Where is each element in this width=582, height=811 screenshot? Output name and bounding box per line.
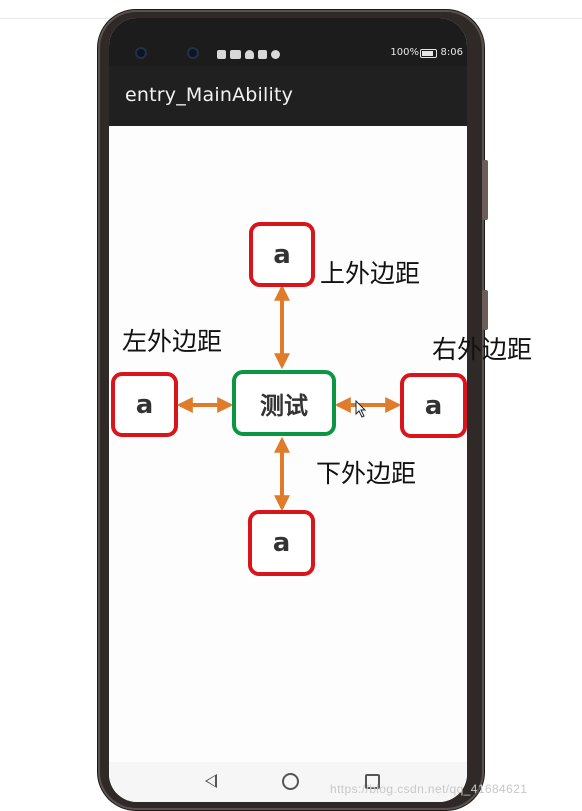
mouse-cursor-icon <box>355 400 367 418</box>
recents-icon[interactable] <box>365 774 380 789</box>
top-box: a <box>249 222 315 287</box>
back-icon[interactable] <box>205 774 217 788</box>
window-title: entry_MainAbility <box>125 84 294 106</box>
shield-icon <box>271 49 280 59</box>
navigation-bar <box>109 762 467 802</box>
status-time: 8:06 <box>440 47 463 58</box>
power-button <box>482 290 488 330</box>
right-box: a <box>400 373 467 438</box>
wifi-icon <box>245 49 254 59</box>
bottom-margin-label: 下外边距 <box>316 459 417 488</box>
left-margin-label: 左外边距 <box>122 327 223 356</box>
camera-icon <box>135 47 147 59</box>
battery-level: 100% <box>390 47 419 58</box>
camera-icon <box>187 47 199 59</box>
left-box: a <box>111 372 178 437</box>
signal-icon <box>230 49 241 59</box>
watermark-text: https://blog.csdn.net/qq_41684621 <box>330 782 528 796</box>
mail-icon <box>258 49 267 59</box>
status-bar: 100% 8:06 <box>109 18 467 66</box>
home-icon[interactable] <box>282 773 299 790</box>
app-title-bar: entry_MainAbility <box>109 66 467 126</box>
sim-icon <box>217 49 226 59</box>
volume-button <box>482 160 488 220</box>
bottom-box: a <box>248 510 315 576</box>
battery-icon <box>420 49 437 58</box>
center-box: 测试 <box>232 370 336 436</box>
top-margin-label: 上外边距 <box>320 259 421 288</box>
right-margin-label: 右外边距 <box>432 335 533 364</box>
status-icons <box>217 48 280 60</box>
